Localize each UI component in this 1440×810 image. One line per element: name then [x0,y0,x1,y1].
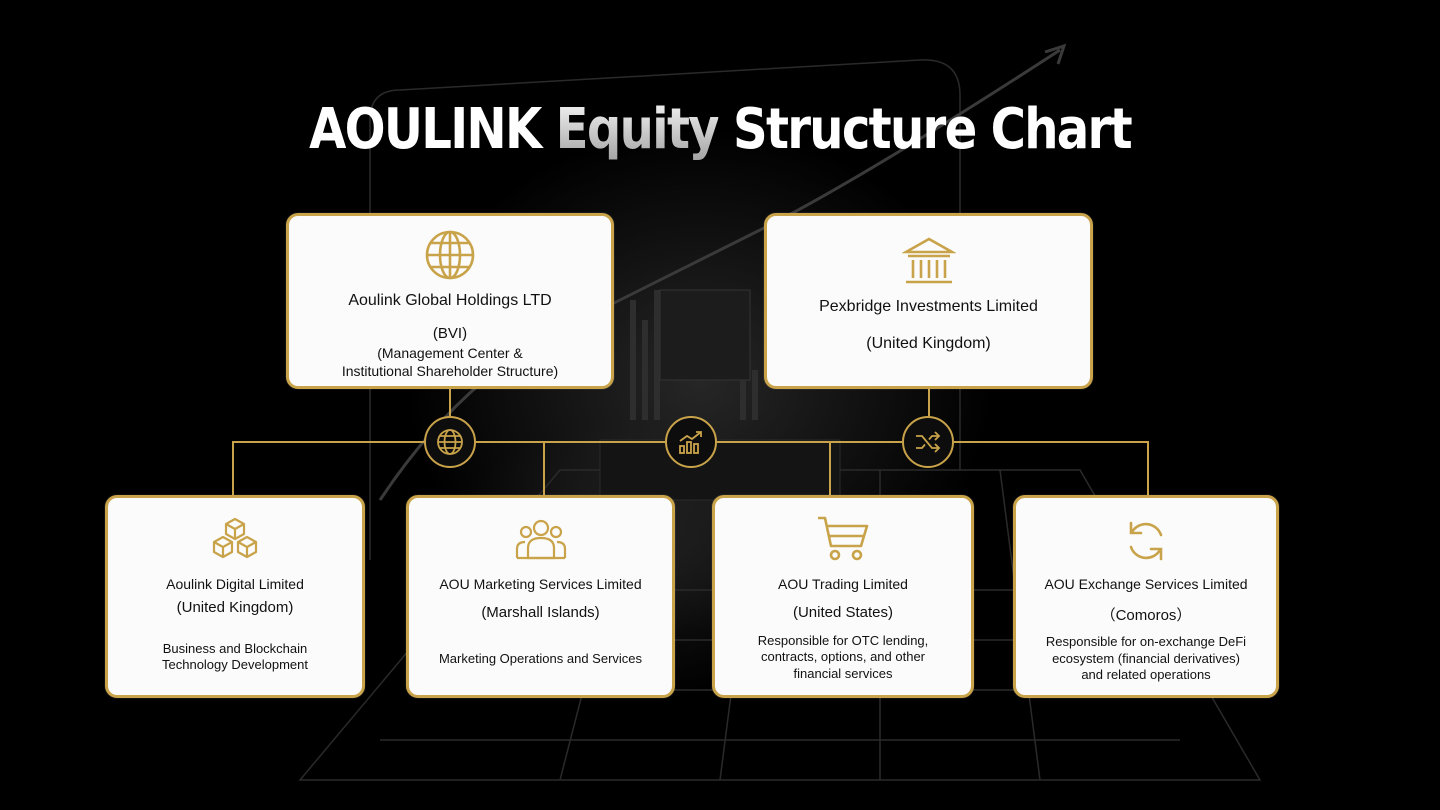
entity-description-line: ecosystem (financial derivatives) [1052,651,1240,666]
entity-aoulink-global-holdings: Aoulink Global Holdings LTD (BVI) (Manag… [286,213,614,389]
hub-shuffle-icon [902,416,954,468]
entity-description-line: Technology Development [162,657,308,672]
entity-description-line: contracts, options, and other [760,649,926,664]
entity-description-line: Marketing Operations and Services [438,651,643,666]
page-title: AOULINK Equity Structure Chart [101,92,1339,168]
title-part-brand: AOULINK [309,97,542,162]
entity-aou-exchange-services: AOU Exchange Services Limited （Comoros） … [1013,495,1279,698]
entity-pexbridge-investments: Pexbridge Investments Limited (United Ki… [764,213,1093,389]
globe-icon [289,228,611,282]
entity-aou-trading: AOU Trading Limited (United States) Resp… [712,495,974,698]
entity-description-line: Business and Blockchain [162,641,308,656]
entity-jurisdiction: (United Kingdom) [866,335,991,352]
entity-jurisdiction: (United Kingdom) [176,599,294,616]
entity-role-line: (Management Center & [377,345,523,361]
entity-jurisdiction: （Comoros） [1100,607,1192,624]
bank-building-icon [767,234,1090,288]
entity-description-line: Responsible for OTC lending, [757,633,929,648]
users-group-icon [409,518,672,562]
title-part-structure: Structure Chart [732,97,1133,162]
blocks-icon [108,516,362,562]
entity-name: Pexbridge Investments Limited [819,298,1038,315]
shopping-cart-icon [715,514,971,562]
entity-role-line: Institutional Shareholder Structure) [341,363,559,379]
entity-name: AOU Trading Limited [778,576,908,592]
entity-description-line: financial services [793,666,893,681]
entity-aou-marketing-services: AOU Marketing Services Limited (Marshall… [406,495,675,698]
entity-name: Aoulink Global Holdings LTD [348,292,552,309]
entity-name: AOU Marketing Services Limited [439,576,642,592]
entity-jurisdiction: (United States) [792,604,894,621]
entity-name: AOU Exchange Services Limited [1044,576,1248,592]
entity-description-line: and related operations [1081,667,1211,682]
entity-description-line: Responsible for on-exchange DeFi [1045,634,1247,649]
hub-globe-icon [424,416,476,468]
title-part-equity: Equity [556,92,720,168]
entity-jurisdiction: (BVI) [432,325,468,342]
entity-jurisdiction: (Marshall Islands) [481,604,600,621]
hub-chart-growth-icon [665,416,717,468]
refresh-icon [1016,518,1276,564]
entity-aoulink-digital: Aoulink Digital Limited (United Kingdom)… [105,495,365,698]
entity-name: Aoulink Digital Limited [166,576,304,592]
